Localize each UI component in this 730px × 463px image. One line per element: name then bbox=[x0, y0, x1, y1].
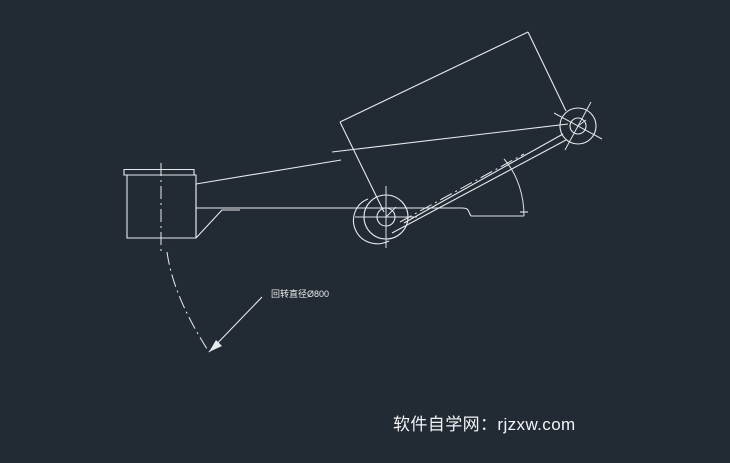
cabin-body-rect bbox=[127, 175, 196, 238]
site-watermark: 软件自学网：rjzxw.com bbox=[393, 415, 576, 434]
link-arm-lower-edge bbox=[392, 140, 566, 233]
angle-arc bbox=[504, 159, 524, 216]
lower-arm-group bbox=[196, 160, 471, 244]
upper-boom-bottom-edge bbox=[332, 124, 568, 152]
right-pivot-key-mark bbox=[578, 120, 586, 126]
link-arm-axis-centerline bbox=[400, 154, 524, 222]
swing-diameter-arrowhead bbox=[209, 340, 222, 352]
cabin-skirt-taper bbox=[196, 210, 240, 238]
upper-boom-left-edge bbox=[340, 122, 384, 212]
angle-dimension-group bbox=[471, 159, 528, 216]
upper-boom-right-edge bbox=[528, 32, 566, 111]
upper-boom-group bbox=[332, 32, 568, 212]
swing-diameter-label: 回转直径Ø800 bbox=[271, 289, 330, 299]
center-pivot-key-mark bbox=[386, 207, 396, 217]
lower-arm-bottom-edge bbox=[196, 208, 471, 216]
lower-arm-pivot-fillet bbox=[353, 199, 389, 244]
link-arm-group bbox=[392, 134, 566, 233]
cabin-cap-bar bbox=[124, 170, 194, 176]
right-pivot-inner-circle bbox=[570, 118, 586, 134]
right-pivot-group bbox=[554, 102, 602, 150]
right-pivot-outer-circle bbox=[560, 108, 596, 144]
swing-diameter-arc bbox=[167, 252, 209, 352]
center-pivot-group bbox=[355, 186, 417, 248]
swing-diameter-leader-group bbox=[209, 297, 262, 352]
lower-arm-top-edge bbox=[196, 160, 341, 184]
link-arm-inner-edge bbox=[404, 134, 563, 223]
upper-boom-top-edge bbox=[340, 32, 528, 122]
